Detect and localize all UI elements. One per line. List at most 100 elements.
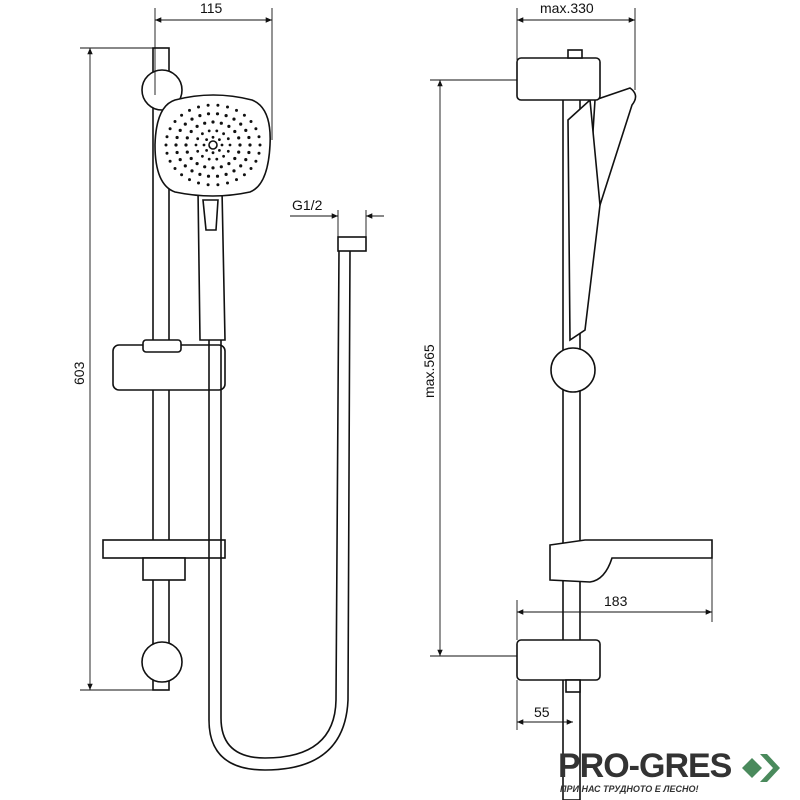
nozzle (226, 105, 229, 109)
nozzle (201, 154, 204, 158)
nozzle (208, 140, 218, 150)
nozzle (242, 173, 246, 177)
nozzle (247, 135, 251, 140)
nozzle (239, 164, 243, 168)
nozzle (219, 121, 223, 125)
dim-connector: G1/2 (292, 197, 323, 213)
nozzle (227, 162, 231, 166)
nozzle (218, 149, 221, 152)
nozzle (244, 158, 248, 162)
nozzle (203, 165, 207, 169)
nozzle (257, 135, 261, 139)
soap-dish (102, 539, 226, 559)
nozzle (244, 128, 248, 132)
logo-chevron-icon (760, 754, 780, 782)
nozzle (215, 112, 220, 116)
nozzle (222, 132, 226, 136)
dim-bracket-depth: 55 (534, 704, 550, 720)
nozzle (201, 132, 204, 136)
nozzle (258, 143, 262, 147)
nozzle (180, 173, 184, 177)
shower-handle (197, 189, 226, 341)
nozzle (215, 129, 219, 133)
nozzle (175, 135, 179, 140)
nozzle (195, 124, 199, 128)
nozzle (257, 151, 261, 155)
nozzle (237, 136, 241, 140)
side-view (516, 49, 713, 800)
nozzle (216, 103, 220, 107)
nozzle (202, 143, 206, 147)
nozzle (188, 178, 191, 182)
nozzle (205, 149, 209, 152)
nozzle (189, 129, 193, 134)
nozzle (226, 137, 230, 141)
nozzle (189, 156, 193, 161)
nozzle (173, 167, 177, 170)
nozzle (232, 117, 236, 121)
nozzle (178, 128, 182, 132)
soap-dish-holder (142, 557, 186, 581)
nozzle (224, 114, 228, 118)
dim-total-height: 603 (71, 361, 87, 385)
front-view (102, 47, 367, 771)
nozzle (235, 178, 238, 182)
nozzle (207, 129, 211, 133)
bottom-bracket (516, 639, 601, 681)
nozzle (235, 108, 238, 112)
logo-diamond-icon (742, 758, 762, 778)
nozzle (224, 172, 228, 176)
nozzle (180, 113, 184, 117)
nozzle (206, 183, 210, 187)
nozzle (197, 105, 200, 109)
nozzle (239, 122, 243, 126)
nozzle (196, 137, 200, 141)
nozzle (190, 117, 194, 121)
nozzle (190, 169, 194, 173)
nozzle (211, 120, 215, 124)
bottom-wall-mount (141, 641, 183, 683)
nozzle (226, 149, 230, 153)
nozzle (203, 121, 207, 125)
nozzle (232, 169, 236, 173)
nozzle (206, 174, 211, 178)
nozzle (173, 120, 177, 123)
nozzle (227, 124, 231, 128)
nozzle (242, 113, 246, 117)
nozzle (222, 154, 226, 158)
nozzle (215, 157, 219, 161)
nozzle (198, 114, 202, 118)
nozzle (238, 143, 242, 147)
nozzle (165, 151, 169, 155)
nozzle (249, 167, 253, 170)
nozzle (188, 108, 191, 112)
pro-gres-logo: PRO-GRES ПРИ НАС ТРУДНОТО Е ЛЕСНО! (558, 747, 780, 794)
side-dimensions: max.330 max.565 183 55 (421, 0, 713, 730)
nozzle (205, 138, 209, 142)
nozzle (207, 157, 211, 161)
nozzle (194, 143, 198, 147)
hose (208, 249, 351, 771)
nozzle (254, 159, 258, 163)
side-slider (550, 347, 596, 393)
nozzle (211, 166, 215, 170)
side-soap-dish (549, 539, 713, 583)
dim-max-height: max.565 (421, 344, 437, 398)
nozzle (206, 112, 211, 116)
nozzle (237, 150, 241, 154)
nozzle (197, 181, 200, 185)
nozzle (248, 143, 252, 147)
nozzle (184, 143, 188, 147)
dim-width-head: 115 (200, 0, 223, 16)
svg-text:PRO-GRES: PRO-GRES (558, 747, 732, 785)
nozzle (233, 129, 237, 134)
hose-connector (337, 236, 367, 252)
nozzle (215, 174, 220, 178)
nozzle (174, 143, 178, 147)
nozzle (183, 164, 187, 168)
nozzle (220, 143, 224, 147)
nozzle (183, 122, 187, 126)
nozzle (249, 120, 253, 123)
shower-nozzles (164, 103, 262, 187)
